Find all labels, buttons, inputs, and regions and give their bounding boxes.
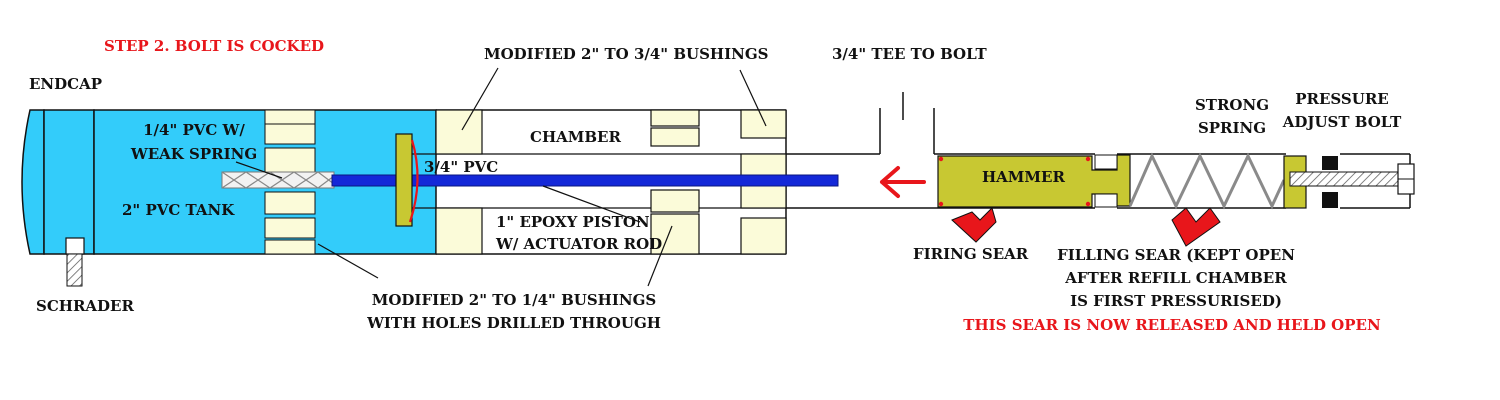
pvc-34-label: 3/4" PVC: [424, 158, 498, 176]
bushing-34-b-bot1: [650, 189, 700, 213]
pressure-adjust-bolt: [1289, 171, 1399, 187]
endcap-ring: [43, 109, 95, 255]
filling-sear: [1171, 207, 1221, 247]
bushing-34-b-top1: [650, 109, 700, 127]
quarter-bushing-bot-1: [264, 191, 316, 215]
quarter-bushing-top-2: [264, 123, 316, 145]
epoxy-piston: [395, 133, 413, 227]
filling-sear-label-1: FILLING SEAR (KEPT OPEN: [1057, 246, 1295, 264]
piston-label-2: W/ ACTUATOR ROD: [495, 235, 662, 253]
hammer: [937, 154, 1131, 208]
schrader-label: SCHRADER: [36, 297, 134, 315]
retainer-nut-bot: [1322, 192, 1338, 208]
piston-seal: [408, 139, 419, 223]
bushing-34-a-top: [435, 109, 483, 155]
schrader-valve: [65, 237, 85, 255]
pressure-bolt-label-1: PRESSURE: [1295, 90, 1389, 108]
piston-label-1: 1" EPOXY PISTON: [496, 213, 650, 231]
quarter-bushing-bot-3: [264, 239, 316, 255]
quarter-bushings: [264, 109, 316, 255]
actuator-rod: [331, 174, 839, 187]
firing-sear: [951, 207, 997, 243]
chamber-label: CHAMBER: [530, 128, 621, 146]
quarter-bushing-top-3: [264, 147, 316, 173]
quarter-pvc-label-2: WEAK SPRING: [130, 145, 257, 163]
bolt-tee: [786, 92, 1411, 209]
tee-label: 3/4" TEE TO BOLT: [832, 45, 987, 63]
firing-sear-label: FIRING SEAR: [913, 245, 1029, 263]
hammer-label: HAMMER: [982, 168, 1065, 186]
filling-sear-label-2: AFTER REFILL CHAMBER: [1064, 269, 1287, 287]
bushing-14-label-2: WITH HOLES DRILLED THROUGH: [366, 314, 661, 332]
direction-arrow: [880, 166, 926, 198]
pressure-bolt-label-2: ADJUST BOLT: [1282, 113, 1402, 131]
bushing-34-a-bot: [435, 207, 483, 255]
quarter-bushing-bot-2: [264, 217, 316, 239]
strong-spring-label-1: STRONG: [1195, 96, 1269, 114]
strong-spring: [1128, 152, 1286, 210]
filling-sear-label-3: IS FIRST PRESSURISED): [1070, 292, 1282, 310]
sear-released-note: THIS SEAR IS NOW RELEASED AND HELD OPEN: [963, 316, 1381, 334]
bushing-34-b-top2: [650, 127, 700, 147]
bushing-14-label-1: MODIFIED 2" TO 1/4" BUSHINGS: [372, 291, 656, 309]
endcap: [21, 109, 45, 255]
bushing-34-c-bot2: [740, 217, 787, 255]
step-title: STEP 2. BOLT IS COCKED: [104, 37, 324, 55]
weak-spring: [221, 171, 335, 189]
quarter-pvc-label-1: 1/4" PVC W/: [143, 121, 245, 139]
endcap-label: ENDCAP: [29, 75, 102, 93]
strong-spring-label-2: SPRING: [1198, 119, 1266, 137]
quarter-bushing-top-1: [264, 109, 316, 125]
bushing-34-c-top1: [740, 109, 787, 139]
bushing-34-b-bot2: [650, 213, 700, 255]
tank-label: 2" PVC TANK: [122, 201, 235, 219]
bushing-34-label: MODIFIED 2" TO 3/4" BUSHINGS: [484, 45, 768, 63]
schrader-stem: [66, 253, 83, 287]
retainer-nut-top: [1322, 156, 1338, 170]
